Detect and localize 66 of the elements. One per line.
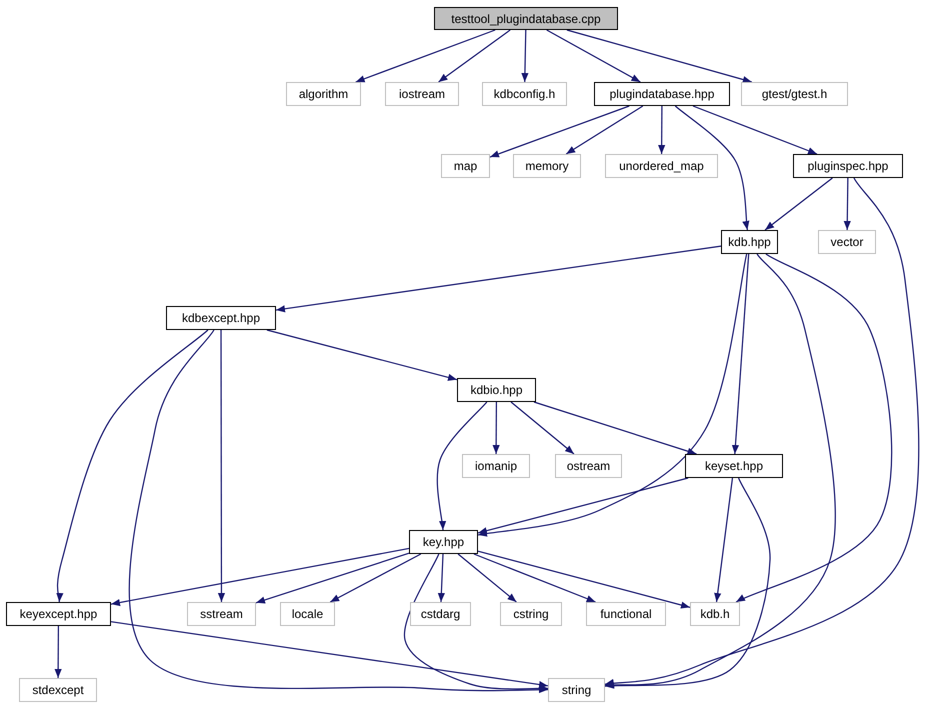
arrow (658, 106, 666, 154)
header-file-box: key.hpp (409, 530, 478, 554)
arrow (256, 552, 410, 604)
arrow (714, 478, 734, 602)
arrow (692, 105, 818, 155)
arrow (732, 254, 750, 454)
header-file-box: keyset.hpp (685, 454, 783, 478)
system-header-box: vector (818, 230, 876, 254)
system-header-box: cstring (500, 602, 562, 626)
arrow (474, 553, 596, 603)
header-file-box: kdbio.hpp (457, 378, 536, 402)
arrow (736, 254, 892, 603)
arrow (276, 246, 722, 312)
arrow (478, 550, 690, 609)
system-header-box: sstream (187, 602, 256, 626)
system-header-box: iostream (385, 82, 459, 106)
arrow (478, 254, 748, 537)
system-header-box: memory (513, 154, 581, 178)
arrow (490, 105, 630, 158)
header-file-box: kdbexcept.hpp (166, 306, 276, 330)
header-file-box: keyexcept.hpp (6, 602, 111, 626)
arrow (458, 554, 517, 602)
system-header-box: ostream (555, 454, 622, 478)
system-header-box: functional (586, 602, 666, 626)
arrow (266, 329, 458, 381)
system-header-box: unordered_map (605, 154, 718, 178)
arrow (764, 178, 833, 230)
arrow (330, 553, 422, 603)
arrow (604, 254, 836, 688)
arrow (218, 330, 226, 602)
header-file-box: pluginspec.hpp (793, 154, 903, 178)
system-header-box: string (548, 678, 605, 702)
system-header-box: kdbconfig.h (482, 82, 567, 106)
arrow (478, 477, 688, 534)
arrow (604, 178, 920, 686)
arrow (110, 548, 410, 606)
arrow (534, 401, 697, 455)
system-header-box: cstdarg (410, 602, 471, 626)
arrow (110, 621, 548, 688)
arrow (492, 402, 500, 454)
arrow (510, 402, 574, 454)
header-file-box: kdb.hpp (721, 230, 778, 254)
arrow (355, 29, 496, 83)
arrow (566, 106, 644, 154)
arrow (674, 106, 750, 230)
arrow (438, 554, 445, 602)
system-header-box: iomanip (462, 454, 530, 478)
arrow (546, 29, 641, 83)
system-header-box: kdb.h (690, 602, 740, 626)
arrow (436, 402, 488, 530)
arrow (404, 554, 548, 692)
system-header-box: gtest/gtest.h (741, 82, 848, 106)
source-file-box: testtool_plugindatabase.cpp (434, 7, 618, 30)
arrow (128, 330, 548, 694)
system-header-box: locale (280, 602, 335, 626)
arrow (604, 478, 771, 690)
arrow (566, 29, 752, 84)
arrow (438, 30, 511, 82)
arrow (56, 330, 208, 602)
arrow (54, 626, 62, 678)
header-file-box: plugindatabase.hpp (594, 82, 730, 106)
system-header-box: algorithm (286, 82, 361, 106)
system-header-box: stdexcept (19, 678, 97, 702)
system-header-box: map (441, 154, 490, 178)
arrow (844, 178, 851, 230)
arrow (521, 30, 529, 82)
